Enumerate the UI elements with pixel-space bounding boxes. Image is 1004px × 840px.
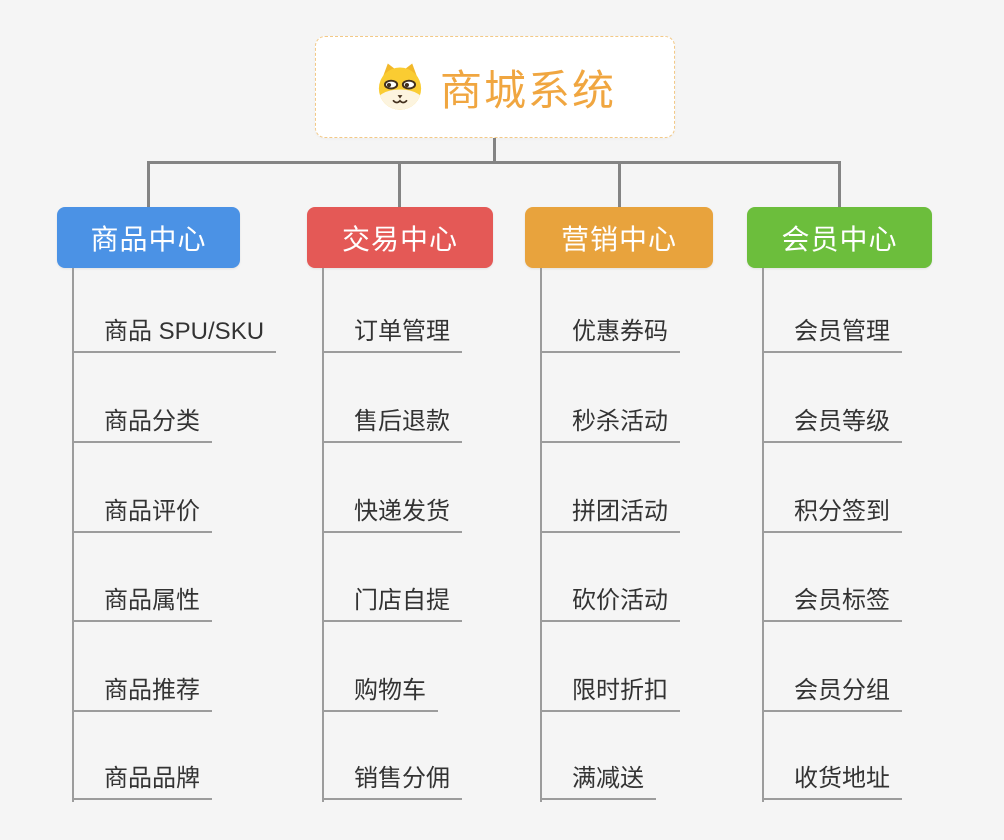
branch-drop-line	[838, 161, 841, 208]
branch-marketing-center: 营销中心 优惠券码 秒杀活动 拼团活动 砍价活动 限时折扣 满减送	[525, 207, 713, 802]
leaf-node[interactable]: 快递发货	[322, 485, 462, 533]
leaf-node[interactable]: 商品 SPU/SKU	[72, 305, 277, 353]
leaf-node[interactable]: 售后退款	[322, 395, 462, 443]
leaf-node[interactable]: 会员分组	[762, 664, 902, 712]
branch-drop-line	[147, 161, 150, 208]
branch-trunk-line	[72, 268, 74, 802]
leaf-node[interactable]: 销售分佣	[322, 752, 462, 800]
root-node[interactable]: 商城系统	[315, 36, 675, 138]
leaf-node[interactable]: 商品评价	[72, 485, 212, 533]
leaf-node[interactable]: 门店自提	[322, 574, 462, 622]
leaf-node[interactable]: 商品属性	[72, 574, 212, 622]
branch-product-center: 商品中心 商品 SPU/SKU 商品分类 商品评价 商品属性 商品推荐 商品品牌	[57, 207, 277, 802]
leaf-node[interactable]: 积分签到	[762, 485, 902, 533]
branch-drop-line	[618, 161, 621, 208]
branch-drop-line	[398, 161, 401, 208]
leaf-node[interactable]: 限时折扣	[540, 664, 680, 712]
branch-trunk-line	[322, 268, 324, 802]
leaf-node[interactable]: 会员等级	[762, 395, 902, 443]
branches-horizontal-line	[147, 161, 841, 164]
branch-product-center-label[interactable]: 商品中心	[57, 207, 240, 268]
leaf-node[interactable]: 订单管理	[322, 305, 462, 353]
leaf-node[interactable]: 会员管理	[762, 305, 902, 353]
branch-marketing-center-children: 优惠券码 秒杀活动 拼团活动 砍价活动 限时折扣 满减送	[540, 268, 800, 802]
leaf-node[interactable]: 商品推荐	[72, 664, 212, 712]
branch-member-center-children: 会员管理 会员等级 积分签到 会员标签 会员分组 收货地址	[762, 268, 1004, 802]
root-connector-line	[493, 138, 496, 162]
leaf-node[interactable]: 会员标签	[762, 574, 902, 622]
branch-trade-center-children: 订单管理 售后退款 快递发货 门店自提 购物车 销售分佣	[322, 268, 582, 802]
leaf-node[interactable]: 商品分类	[72, 395, 212, 443]
dog-mascot-icon	[374, 61, 426, 113]
leaf-node[interactable]: 收货地址	[762, 752, 902, 800]
leaf-node[interactable]: 秒杀活动	[540, 395, 680, 443]
branch-product-center-children: 商品 SPU/SKU 商品分类 商品评价 商品属性 商品推荐 商品品牌	[72, 268, 332, 802]
root-title: 商城系统	[439, 66, 616, 114]
leaf-node[interactable]: 砍价活动	[540, 574, 680, 622]
leaf-node[interactable]: 优惠券码	[540, 305, 680, 353]
branch-trunk-line	[540, 268, 542, 802]
branch-trade-center: 交易中心 订单管理 售后退款 快递发货 门店自提 购物车 销售分佣	[307, 207, 493, 802]
branch-marketing-center-label[interactable]: 营销中心	[525, 207, 713, 268]
leaf-node[interactable]: 购物车	[322, 664, 438, 712]
leaf-node[interactable]: 拼团活动	[540, 485, 680, 533]
branch-member-center: 会员中心 会员管理 会员等级 积分签到 会员标签 会员分组 收货地址	[747, 207, 932, 802]
branch-trade-center-label[interactable]: 交易中心	[307, 207, 493, 268]
branch-member-center-label[interactable]: 会员中心	[747, 207, 932, 268]
leaf-node[interactable]: 满减送	[540, 752, 656, 800]
branch-trunk-line	[762, 268, 764, 802]
leaf-node[interactable]: 商品品牌	[72, 752, 212, 800]
